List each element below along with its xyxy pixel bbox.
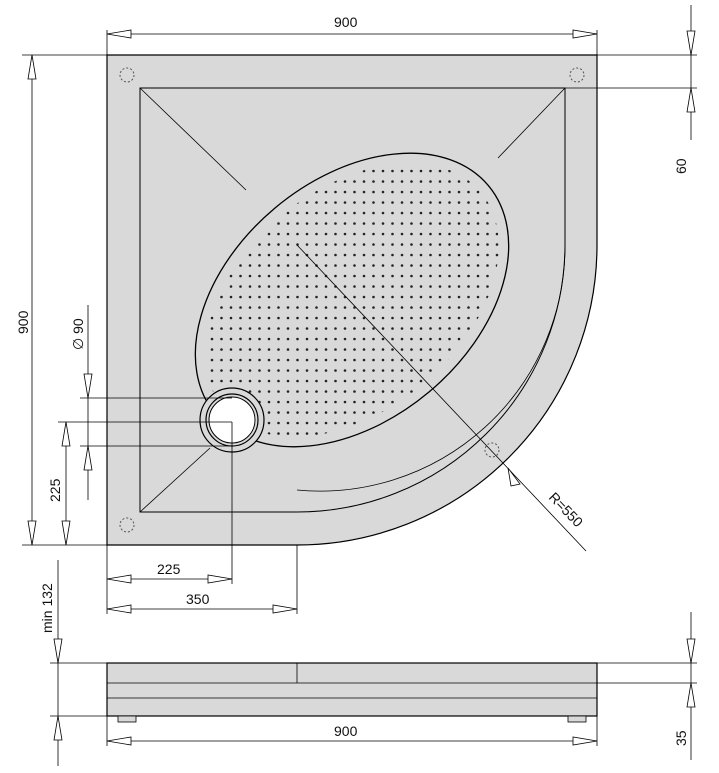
drain-diameter-label: ∅ 90 — [70, 318, 86, 350]
fold-line-bottom-left — [139, 447, 211, 513]
mount-hole-icon — [119, 517, 135, 533]
mount-hole-icon — [484, 442, 500, 458]
radius-label: R=550 — [546, 489, 587, 530]
drain-icon — [199, 387, 265, 453]
foot-icon — [117, 715, 137, 723]
fold-line-top-left — [139, 87, 247, 191]
base-height-label: 35 — [673, 730, 689, 746]
side-view — [106, 662, 598, 723]
radius-line — [296, 244, 587, 552]
drain-offset-y-label: 225 — [47, 478, 63, 502]
foot-icon — [567, 715, 587, 723]
dimensions-top: 900 900 60 ∅ 90 225 225 — [15, 5, 697, 614]
straight-length-label: 350 — [186, 591, 210, 607]
side-width-label: 900 — [334, 723, 358, 739]
side-profile — [106, 662, 598, 717]
drain-offset-x-label: 225 — [157, 561, 181, 577]
fold-line-top-right — [497, 87, 566, 159]
dimensions-side: min 132 900 35 — [39, 560, 697, 766]
radius-arrow-icon — [507, 467, 521, 487]
min-height-label: min 132 — [39, 583, 55, 633]
top-view: R=550 — [106, 54, 598, 552]
width-dimension-label: 900 — [334, 14, 358, 30]
corner-dimension-label: 60 — [673, 158, 689, 174]
basin-inner-rim — [296, 244, 566, 492]
height-dimension-label: 900 — [15, 310, 31, 334]
mount-hole-icon — [119, 67, 135, 83]
mount-hole-icon — [569, 67, 585, 83]
